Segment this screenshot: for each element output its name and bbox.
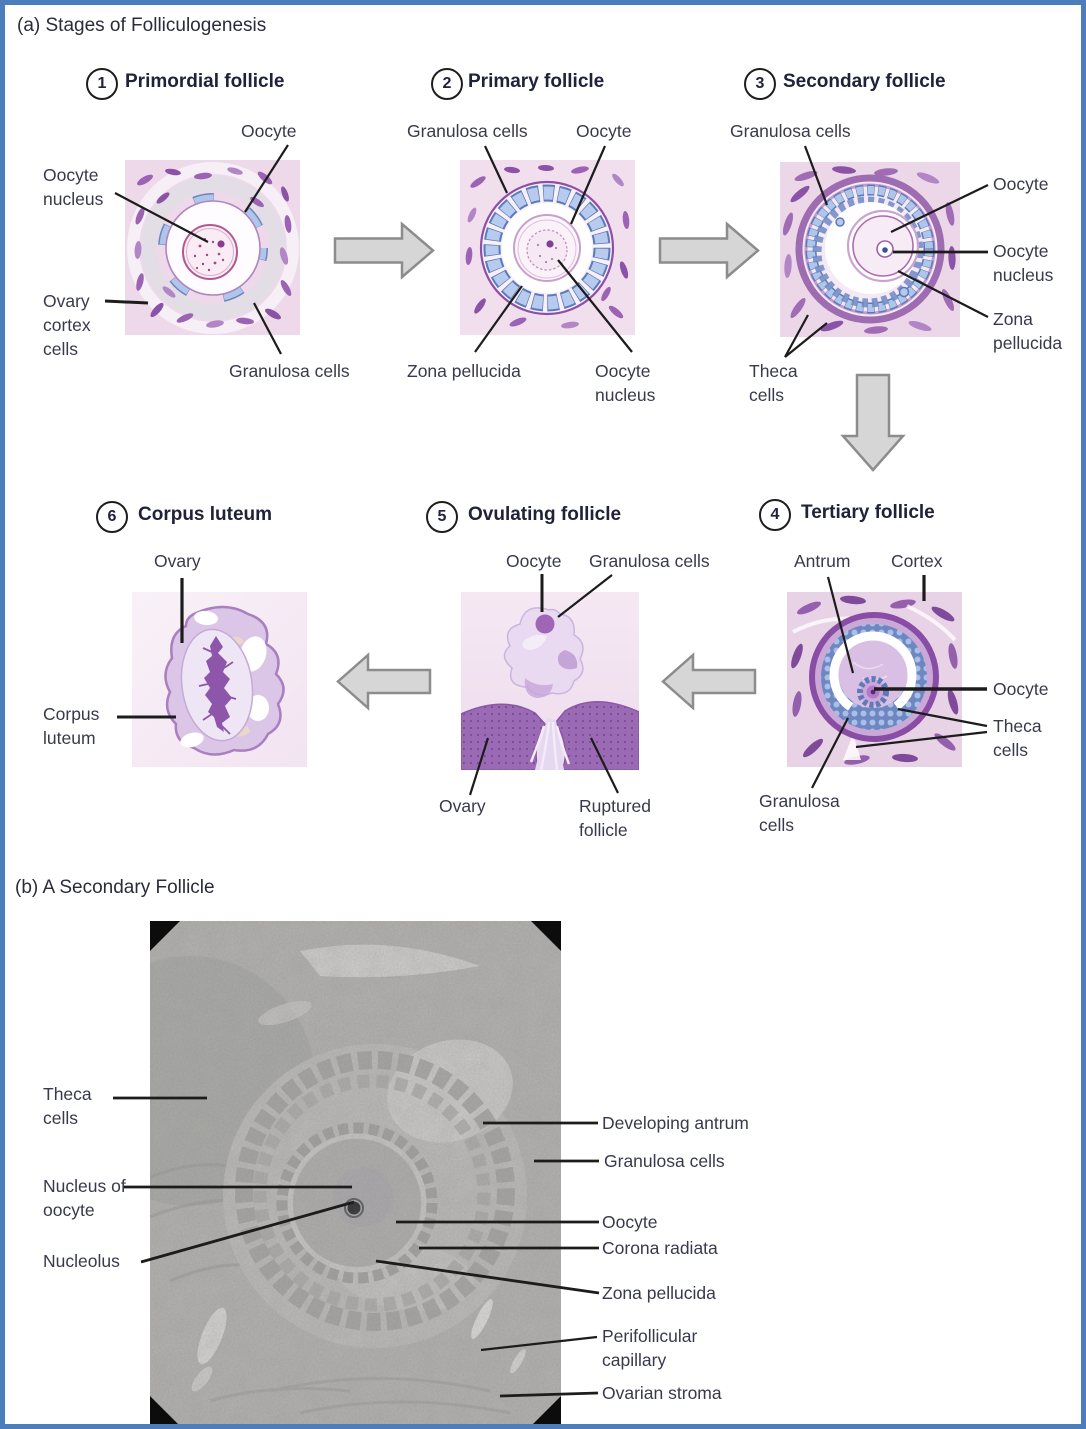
nucleolus-dot [546,240,554,248]
stage-1-number: 1 [86,68,118,100]
label-granulosa-cells: Granulosa cells [759,791,840,835]
stage-4-number: 4 [759,499,791,531]
section-b-title: (b) A Secondary Follicle [15,877,215,898]
label-oocyte-nucleus: Oocyte nucleus [993,241,1054,285]
stage-3-number: 3 [744,68,776,100]
arrow-left-icon [661,652,757,711]
primordial-follicle-illustration [125,160,300,335]
stage-1-title: Primordial follicle [125,71,285,92]
stage-6-number: 6 [96,501,128,533]
ovulating-follicle-illustration [461,592,639,770]
oocyte-nucleus-shape [870,689,876,695]
label-ovary: Ovary [439,796,486,816]
corpus-luteum-illustration [132,592,307,767]
zona-pellucida-ring [846,209,920,283]
label-developing-antrum: Developing antrum [602,1113,749,1133]
nucleolus-dot [882,247,888,253]
extruded-follicle [503,607,584,696]
label-antrum: Antrum [794,551,851,571]
oocyte-nucleus-shape [526,229,568,271]
label-ovary-cortex-cells: Ovary cortex cells [43,291,91,359]
arrow-left-icon [336,652,432,711]
label-granulosa-cells: Granulosa cells [589,551,710,571]
label-corona-radiata: Corona radiata [602,1238,718,1258]
label-ovarian-stroma: Ovarian stroma [602,1383,722,1403]
nucleolus-dot [217,240,225,248]
arrow-right-icon [658,221,760,280]
arrow-down-icon [840,373,906,472]
label-oocyte: Oocyte [993,174,1049,194]
stage-2-title: Primary follicle [468,71,605,92]
stage-5-number: 5 [426,501,458,533]
secondary-follicle-illustration [780,162,960,337]
stage-2-number: 2 [431,68,463,100]
stage-5-title: Ovulating follicle [468,504,622,525]
secondary-follicle-micrograph [150,921,561,1424]
label-zona-pellucida: Zona pellucida [602,1283,716,1303]
label-theca-cells: Theca cells [749,361,798,405]
label-granulosa-cells: Granulosa cells [730,121,851,141]
stage-4-title: Tertiary follicle [801,502,935,523]
tertiary-follicle-illustration [787,592,962,767]
label-oocyte-nucleus: Oocyte nucleus [43,165,104,209]
corpus-luteum-body [204,636,232,732]
label-oocyte: Oocyte [602,1212,658,1232]
label-ruptured-follicle: Ruptured follicle [579,796,651,840]
label-oocyte: Oocyte [993,679,1049,699]
label-oocyte-nucleus: Oocyte nucleus [595,361,656,405]
label-granulosa-cells: Granulosa cells [604,1151,725,1171]
label-oocyte: Oocyte [241,121,297,141]
label-granulosa-cells: Granulosa cells [229,361,350,381]
label-granulosa-cells: Granulosa cells [407,121,528,141]
stage-6-title: Corpus luteum [138,504,273,525]
stage-3-title: Secondary follicle [783,71,946,92]
label-nucleus-of-oocyte: Nucleus of oocyte [43,1176,126,1220]
label-zona-pellucida: Zona pellucida [407,361,521,381]
label-perifollicular-capillary: Perifollicular capillary [602,1326,698,1370]
label-theca-cells: Theca cells [993,716,1042,760]
label-theca-cells: Theca cells [43,1084,92,1128]
arrow-right-icon [333,221,435,280]
section-a-title: (a) Stages of Folliculogenesis [17,15,267,36]
primary-follicle-illustration [460,160,635,335]
label-nucleolus: Nucleolus [43,1251,120,1271]
label-oocyte: Oocyte [506,551,562,571]
label-oocyte: Oocyte [576,121,632,141]
oocyte-cell [535,614,555,634]
oocyte-nucleus-shape [182,224,238,280]
label-zona-pellucida: Zona pellucida [993,309,1063,353]
label-corpus-luteum: Corpus luteum [43,704,100,748]
label-ovary: Ovary [154,551,201,571]
label-cortex: Cortex [891,551,943,571]
